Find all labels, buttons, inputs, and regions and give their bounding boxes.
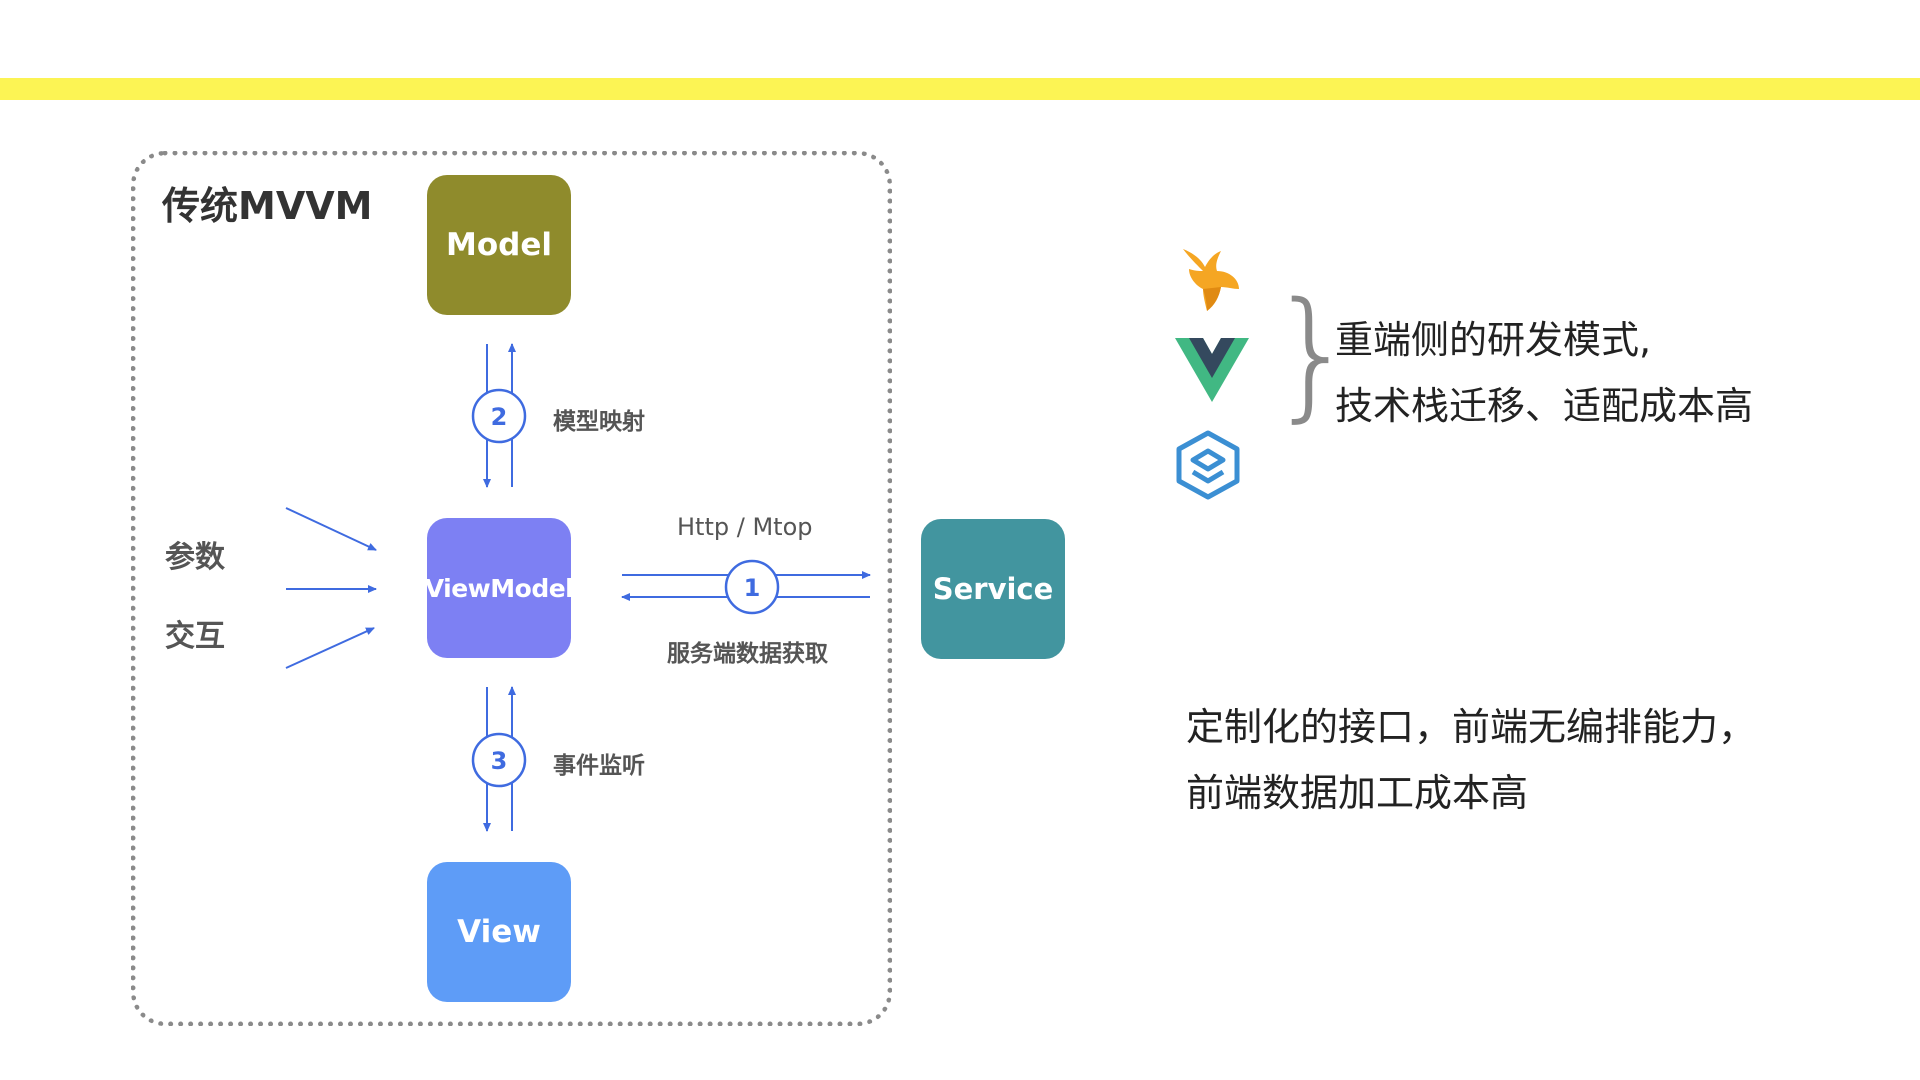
step-1-number: 1 — [744, 574, 761, 602]
top-accent-bar — [0, 78, 1920, 100]
model-node: Model — [427, 175, 571, 315]
step-1-label: 服务端数据获取 — [667, 641, 828, 667]
input-params-label: 参数 — [165, 540, 225, 575]
step-3-number: 3 — [491, 747, 508, 775]
api-note-line2: 前端数据加工成本高 — [1186, 771, 1529, 815]
arrow-input-bottom — [285, 627, 375, 669]
mvvm-boundary-frame — [131, 151, 892, 1026]
step-2-label: 模型映射 — [553, 409, 645, 435]
rax-logo-icon — [1183, 249, 1239, 311]
step-3-label: 事件监听 — [553, 753, 645, 779]
step-3-circle — [471, 732, 527, 788]
step-2-number: 2 — [491, 403, 508, 431]
weex-logo-icon — [1176, 430, 1240, 500]
protocol-label: Http / Mtop — [677, 513, 813, 541]
brace-icon: } — [1268, 273, 1358, 436]
viewmodel-node: ViewModel — [425, 518, 574, 658]
view-node: View — [427, 862, 571, 1002]
step-2-circle — [471, 388, 527, 444]
api-note-line1: 定制化的接口，前端无编排能力， — [1186, 705, 1757, 749]
vue-logo-icon — [1175, 338, 1249, 402]
arrow-input-top — [285, 507, 377, 551]
diagram-title: 传统MVVM — [162, 184, 373, 228]
framework-note-line2: 技术栈迁移、适配成本高 — [1335, 384, 1754, 428]
framework-note-line1: 重端侧的研发模式, — [1335, 318, 1652, 362]
input-interaction-label: 交互 — [165, 619, 225, 654]
step-1-circle — [724, 559, 780, 615]
service-node: Service — [921, 519, 1065, 659]
